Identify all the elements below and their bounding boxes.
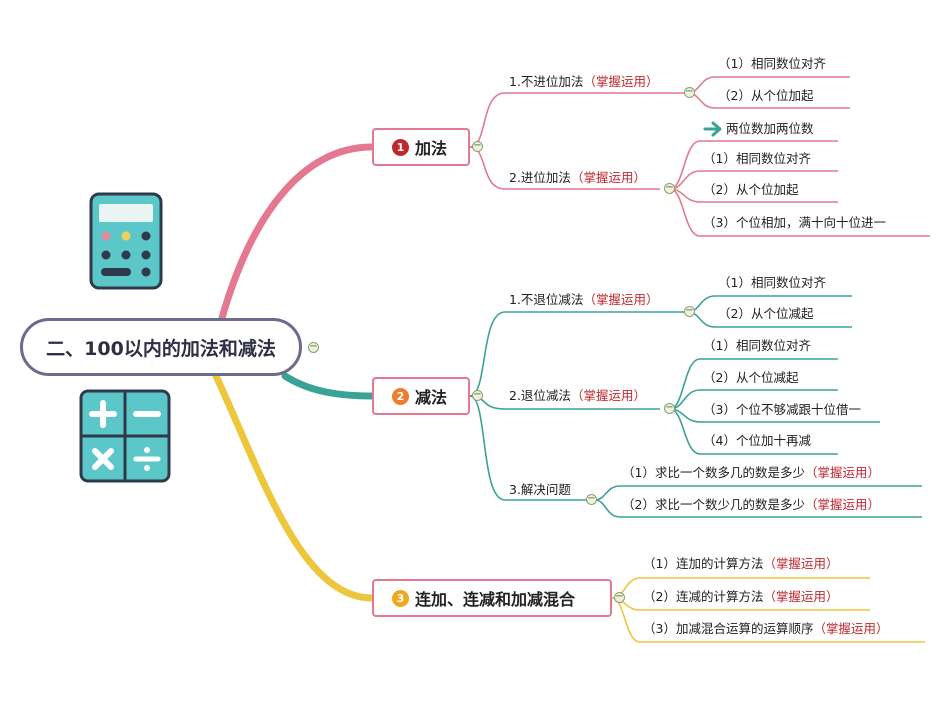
topic-non-carry-addition[interactable]: 1.不进位加法（掌握运用） xyxy=(509,74,659,89)
root-node[interactable]: 二、100以内的加法和减法 xyxy=(20,318,302,376)
branch-number-badge: 3 xyxy=(392,589,409,607)
collapse-toggle-branch2[interactable]: − xyxy=(472,389,483,401)
collapse-toggle-branch1[interactable]: − xyxy=(472,140,483,152)
topic-borrow-subtraction[interactable]: 2.退位减法（掌握运用） xyxy=(509,388,646,403)
connector-root-branch3 xyxy=(212,372,376,602)
subtopic-item: （2）从个位减起 xyxy=(703,370,799,385)
collapse-toggle-branch3[interactable]: − xyxy=(614,591,625,603)
collapse-toggle[interactable]: − xyxy=(664,182,675,194)
subtopic-item: （1）相同数位对齐 xyxy=(718,56,826,71)
subtopic-item: （1）相同数位对齐 xyxy=(718,275,826,290)
branch-node-subtraction[interactable]: 2 减法 xyxy=(372,377,470,415)
topic-non-borrow-subtraction[interactable]: 1.不退位减法（掌握运用） xyxy=(509,292,659,307)
subtopic-item: （2）从个位加起 xyxy=(703,182,799,197)
subtopic-item: （3）个位不够减跟十位借一 xyxy=(703,402,861,417)
branch-label: 连加、连减和加减混合 xyxy=(415,590,576,609)
subtopic-item: （2）连减的计算方法（掌握运用） xyxy=(643,589,839,604)
subtopic-item: （1）相同数位对齐 xyxy=(703,151,811,166)
topic-problem-solving[interactable]: 3.解决问题 xyxy=(509,482,571,497)
calculator-icon xyxy=(89,192,163,290)
branch-number-badge: 2 xyxy=(392,387,409,405)
collapse-toggle-root[interactable]: − xyxy=(308,341,319,353)
connector-root-branch1 xyxy=(218,143,376,322)
branch-number-badge: 1 xyxy=(392,138,409,156)
topic-carry-addition[interactable]: 2.进位加法（掌握运用） xyxy=(509,170,646,185)
collapse-toggle[interactable]: − xyxy=(586,493,597,505)
subtopic-item: （1）求比一个数多几的数是多少（掌握运用） xyxy=(622,465,880,480)
subtopic-item: （3）个位相加，满十向十位进一 xyxy=(703,215,886,230)
subtopic-item: （2）从个位加起 xyxy=(718,88,814,103)
branch-label: 加法 xyxy=(415,139,448,158)
branch1-lines xyxy=(469,76,930,237)
arrow-right-icon xyxy=(703,121,722,137)
branch-label: 减法 xyxy=(415,388,448,407)
branch-node-addition[interactable]: 1 加法 xyxy=(372,128,470,166)
math-operators-icon xyxy=(79,389,171,483)
subtopic-note: 两位数加两位数 xyxy=(726,121,814,136)
subtopic-item: （4）个位加十再减 xyxy=(703,433,811,448)
subtopic-item: （3）加减混合运算的运算顺序（掌握运用） xyxy=(643,621,889,636)
subtopic-item: （1）相同数位对齐 xyxy=(703,338,811,353)
subtopic-item: （2）求比一个数少几的数是多少（掌握运用） xyxy=(622,497,880,512)
collapse-toggle[interactable]: − xyxy=(664,402,675,414)
collapse-toggle[interactable]: − xyxy=(684,305,695,317)
subtopic-item: （2）从个位减起 xyxy=(718,306,814,321)
subtopic-item: （1）连加的计算方法（掌握运用） xyxy=(643,556,839,571)
connector-root-branch2 xyxy=(281,372,376,400)
branch-node-mixed-operations[interactable]: 3 连加、连减和加减混合 xyxy=(372,579,612,617)
collapse-toggle[interactable]: − xyxy=(684,86,695,98)
